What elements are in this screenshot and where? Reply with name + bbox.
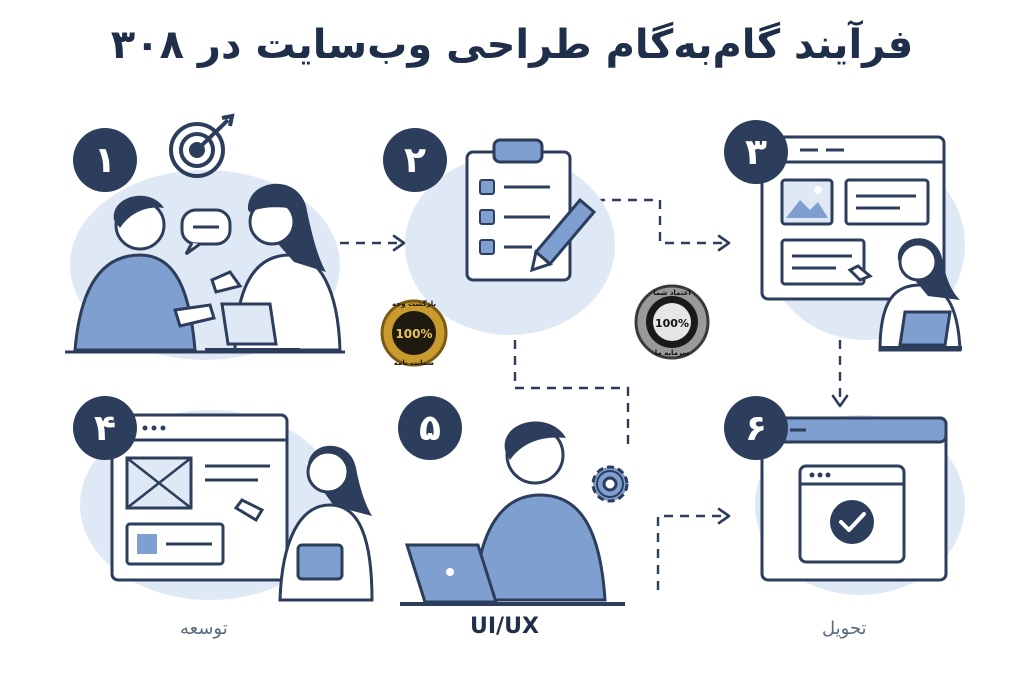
step-3-number: ۳	[745, 132, 767, 173]
man-figure	[73, 195, 216, 352]
arrow-5-6	[656, 514, 725, 590]
money-back-badge: بازگشت وجه 100% ضمانت نامه	[380, 299, 448, 367]
target-icon	[169, 113, 235, 178]
step-6-caption: تحویل	[822, 618, 867, 639]
step-3-illustration: ۳	[724, 120, 965, 352]
arrowheads	[392, 234, 849, 525]
step-6-illustration: ۶	[724, 396, 965, 595]
step-4-caption: توسعه	[180, 618, 228, 639]
speech-bubble-icon	[180, 208, 232, 256]
delivery-window-icon	[760, 416, 948, 582]
gold-badge-mid: 100%	[395, 327, 432, 341]
pencil-icon	[529, 197, 597, 273]
arrow-2-3	[580, 198, 725, 245]
step-2-number: ۲	[404, 140, 426, 181]
check-circle-icon	[830, 500, 874, 544]
step-1-number: ۱	[94, 140, 116, 181]
gold-badge-bottom: ضمانت نامه	[394, 359, 435, 367]
step-6-number: ۶	[745, 408, 767, 449]
step-4-illustration: ۴	[73, 396, 374, 602]
laptop-icon	[205, 302, 300, 352]
step-1-illustration: ۱	[65, 113, 345, 360]
man-laptop-figure	[400, 421, 625, 606]
trust-badge: اعتماد شما 100% سرمایه ما	[634, 284, 710, 360]
silver-badge-mid: 100%	[655, 317, 689, 330]
woman-laptop-figure	[847, 238, 962, 352]
step-4-number: ۴	[94, 408, 116, 449]
gold-badge-top: بازگشت وجه	[392, 299, 436, 308]
connectors	[340, 198, 842, 590]
silver-badge-bottom: سرمایه ما	[655, 349, 690, 357]
step-5-caption: UI/UX	[470, 614, 539, 639]
wireframe-window-icon	[110, 413, 289, 582]
page-title: فرآیند گام‌به‌گام طراحی وب‌سایت در ۳۰۸	[110, 22, 914, 68]
woman-tablet-figure	[233, 445, 374, 602]
silver-badge-top: اعتماد شما	[653, 289, 691, 297]
gear-icon	[591, 465, 629, 503]
arrow-2-5	[513, 308, 630, 450]
step-5-number: ۵	[419, 408, 441, 449]
step-5-illustration: ۵	[398, 396, 629, 606]
step-2-illustration: ۲	[383, 128, 615, 335]
